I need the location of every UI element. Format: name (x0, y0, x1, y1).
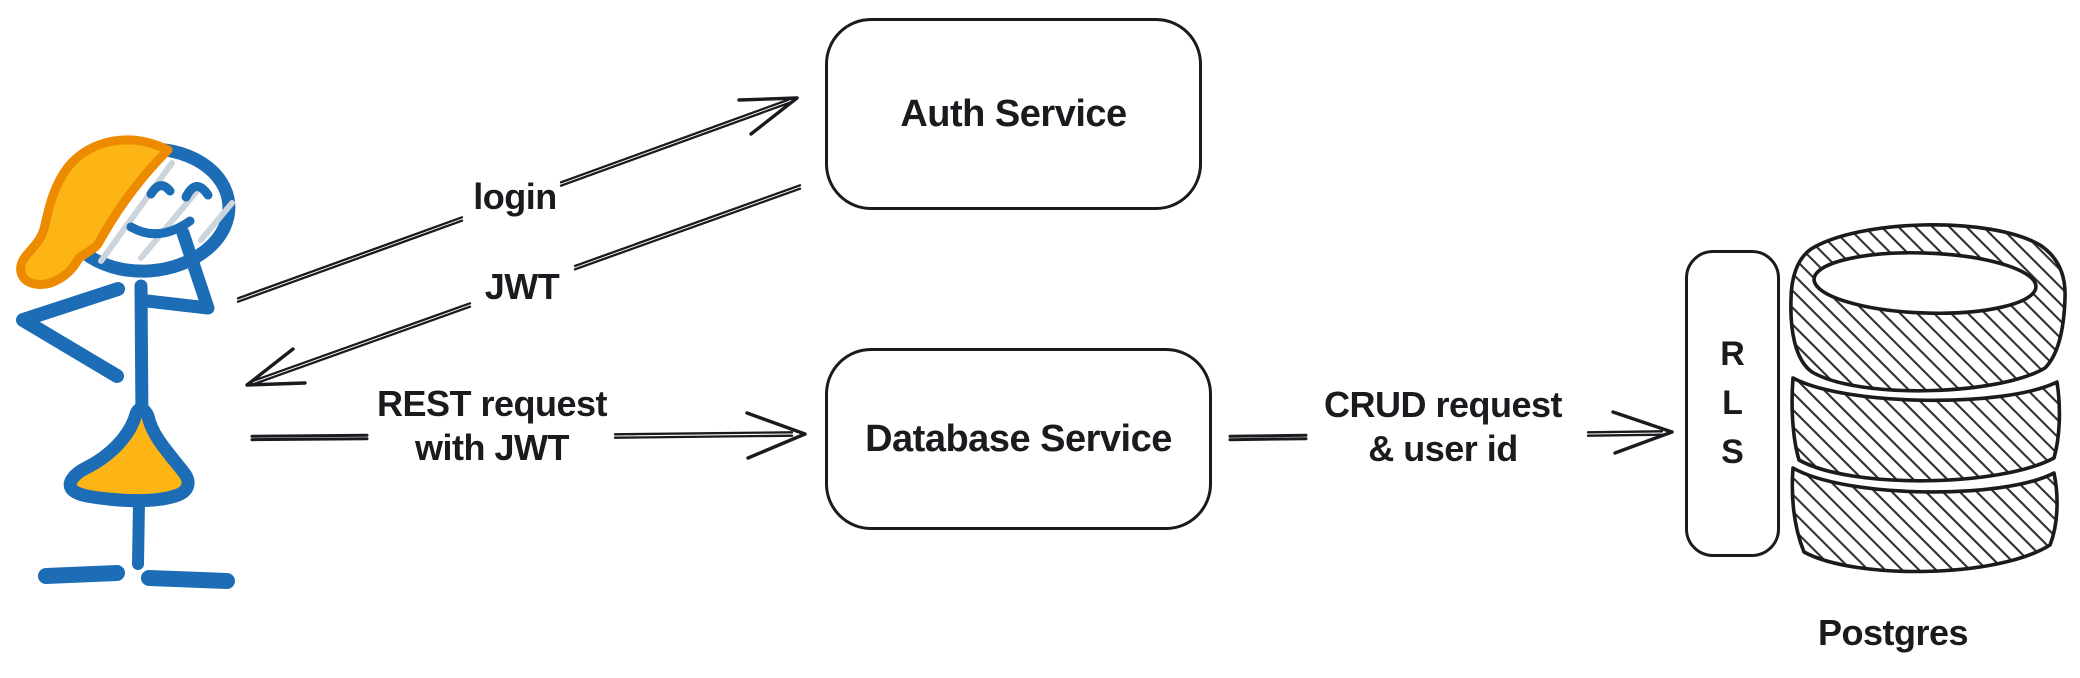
rest-request-label-line2: with JWT (415, 427, 569, 468)
person-hair (16, 135, 173, 289)
rest-arrowhead (745, 411, 807, 460)
crud-arrowhead (1611, 410, 1674, 455)
jwt-arrow (245, 184, 802, 387)
jwt-arrow-label: JWT (484, 266, 560, 307)
person-face-glare (98, 160, 235, 264)
login-arrow-label: login (473, 176, 557, 217)
rls-node: R L S (1685, 250, 1780, 557)
crud-request-arrow (1228, 410, 1674, 455)
jwt-arrowhead (245, 347, 307, 387)
rls-letter-l: L (1722, 384, 1743, 422)
person-smile (126, 216, 195, 239)
rest-request-arrow (250, 411, 807, 460)
database-service-node: Database Service (825, 348, 1212, 530)
auth-service-label: Auth Service (900, 92, 1127, 135)
rest-request-label-line1: REST request (376, 383, 608, 424)
postgres-database-icon (1789, 223, 2067, 574)
person-arm-hip (16, 282, 125, 383)
postgres-label: Postgres (1817, 612, 1969, 653)
person-eyes (146, 181, 213, 202)
user-figure-icon (16, 135, 236, 589)
database-service-label: Database Service (865, 417, 1172, 460)
db-disk-middle (1790, 376, 2062, 483)
crud-request-label-line1: CRUD request (1323, 384, 1563, 425)
crud-request-label-line2: & user id (1368, 428, 1518, 469)
person-arm-chin (140, 226, 215, 315)
person-foot-left (38, 565, 125, 584)
rls-letter-s: S (1721, 433, 1744, 471)
rest-request-arrow-label: REST request with JWT (376, 382, 608, 470)
person-foot-right (141, 570, 235, 589)
db-disk-bottom (1790, 466, 2059, 574)
login-arrowhead (737, 96, 799, 136)
person-leg (132, 496, 145, 570)
db-opening (1812, 250, 2038, 316)
rls-letter-r: R (1720, 335, 1745, 373)
login-arrow (236, 96, 799, 303)
person-skirt (63, 402, 195, 508)
crud-request-arrow-label: CRUD request & user id (1323, 383, 1563, 471)
person-body (134, 279, 149, 431)
auth-service-node: Auth Service (825, 18, 1202, 210)
